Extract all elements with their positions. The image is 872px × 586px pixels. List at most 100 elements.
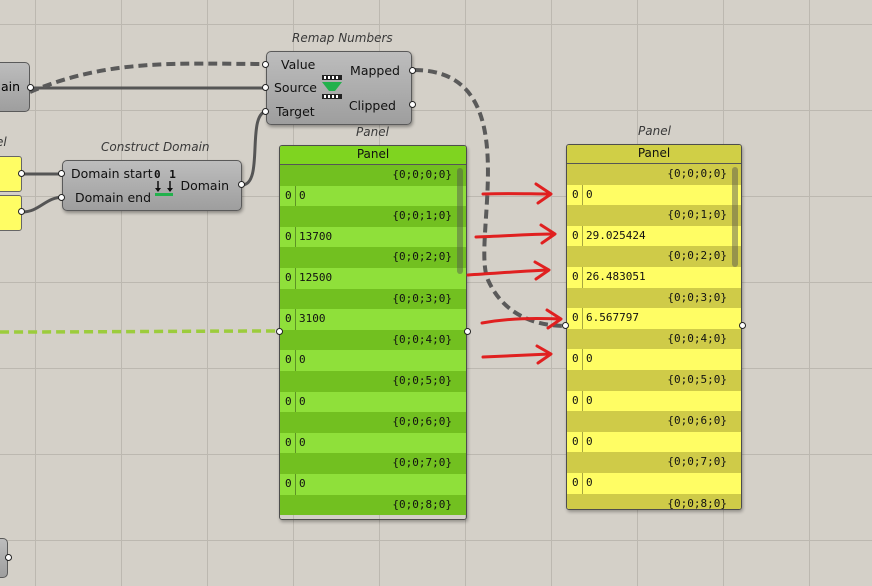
panel-item-value: 0 — [586, 475, 593, 489]
remap-input-target[interactable]: Target — [276, 104, 315, 119]
panel-index-divider — [295, 350, 296, 371]
panel-path-row: {0;0;1;0} — [280, 206, 466, 227]
panel-path-row: {0;0;3;0} — [567, 287, 741, 309]
panel-index-divider — [582, 472, 583, 494]
panel-item-value: 0 — [586, 352, 593, 366]
panel-path-row: {0;0;5;0} — [567, 369, 741, 391]
panel-item-index: 0 — [285, 312, 292, 326]
panel-item-index: 0 — [285, 270, 292, 284]
panel-path-row: {0;0;3;0} — [280, 288, 466, 310]
remap-source-grip[interactable] — [262, 84, 269, 91]
yellow-panel-input-grip[interactable] — [562, 322, 569, 329]
panel-index-divider — [582, 308, 583, 329]
panel-path-row: {0;0;0;0} — [567, 164, 741, 185]
left-edge-panel-label: el — [0, 135, 7, 149]
green-panel-output-grip[interactable] — [464, 328, 471, 335]
remap-value-grip[interactable] — [262, 61, 269, 68]
panel-index-divider — [295, 226, 296, 248]
panel-index-divider — [582, 431, 583, 453]
panel-path-row: {0;0;6;0} — [280, 412, 466, 433]
construct-domain-output-grip[interactable] — [238, 181, 245, 188]
panel-index-divider — [295, 391, 296, 413]
construct-domain-input-start[interactable]: Domain start — [71, 166, 153, 181]
remap-numbers-icon — [322, 75, 342, 99]
panel-item-index: 0 — [285, 353, 292, 367]
left-edge-panel-2-grip[interactable] — [18, 208, 25, 215]
panel-item-index: 0 — [285, 394, 292, 408]
construct-domain-component[interactable]: Domain start Domain end Domain 0 1 — [62, 160, 242, 211]
construct-domain-end-grip[interactable] — [58, 194, 65, 201]
left-edge-component-output-grip[interactable] — [27, 84, 34, 91]
left-edge-panel-1-grip[interactable] — [18, 170, 25, 177]
panel-item-value: 0 — [586, 187, 593, 201]
panel-index-divider — [295, 432, 296, 454]
panel-index-divider — [582, 266, 583, 288]
panel-item-index: 0 — [572, 352, 579, 366]
construct-domain-icon-text: 0 1 — [154, 168, 177, 181]
panel-item-index: 0 — [285, 476, 292, 490]
panel-path-row: {0;0;1;0} — [567, 205, 741, 226]
remap-numbers-component[interactable]: Value Source Target Mapped Clipped — [266, 51, 412, 125]
panel-index-divider — [295, 309, 296, 330]
construct-domain-output[interactable]: Domain — [180, 178, 229, 193]
panel-item-value: 12500 — [299, 270, 333, 284]
panel-item-index: 0 — [572, 228, 579, 242]
panel-index-divider — [582, 349, 583, 370]
wire-green-input — [0, 329, 281, 334]
panel-item-index: 0 — [285, 229, 292, 243]
panel-item-index: 0 — [572, 269, 579, 283]
construct-domain-title: Construct Domain — [101, 140, 210, 154]
green-panel-scrollbar[interactable] — [457, 168, 463, 274]
remap-clipped-grip[interactable] — [409, 101, 416, 108]
panel-index-divider — [582, 225, 583, 247]
remap-output-mapped[interactable]: Mapped — [350, 63, 400, 78]
panel-value-row: 0 12500 — [280, 267, 466, 289]
panel-index-divider — [582, 184, 583, 206]
remap-output-clipped[interactable]: Clipped — [348, 98, 396, 113]
panel-index-divider — [295, 473, 296, 495]
panel-item-value: 0 — [586, 393, 593, 407]
left-bottom-edge-grip[interactable] — [5, 554, 12, 561]
panel-item-value: 26.483051 — [586, 269, 646, 283]
panel-path-row: {0;0;8;0} — [567, 493, 741, 509]
remap-input-value[interactable]: Value — [281, 57, 316, 72]
yellow-panel-scrollbar[interactable] — [732, 167, 738, 267]
remap-input-source[interactable]: Source — [274, 80, 317, 95]
panel-path-row: {0;0;4;0} — [280, 329, 466, 351]
panel-item-value: 0 — [299, 394, 306, 408]
panel-index-divider — [582, 390, 583, 412]
construct-domain-input-end[interactable]: Domain end — [75, 190, 152, 205]
yellow-panel-output-grip[interactable] — [739, 322, 746, 329]
panel-value-row: 0 26.483051 — [567, 266, 741, 288]
green-panel-header: Panel — [280, 146, 466, 165]
panel-item-value: 29.025424 — [586, 228, 646, 242]
panel-index-divider — [295, 267, 296, 289]
left-edge-component-label: ain — [1, 79, 21, 94]
panel-item-index: 0 — [285, 435, 292, 449]
remap-target-grip[interactable] — [262, 108, 269, 115]
panel-value-row: 0 29.025424 — [567, 225, 741, 247]
remap-mapped-grip[interactable] — [409, 67, 416, 74]
panel-path-row: {0;0;6;0} — [567, 411, 741, 432]
panel-item-index: 0 — [572, 393, 579, 407]
panel-path-row: {0;0;0;0} — [280, 165, 466, 186]
panel-path-row: {0;0;5;0} — [280, 370, 466, 392]
remap-numbers-title: Remap Numbers — [292, 31, 393, 45]
wire-value — [29, 61, 269, 94]
panel-item-value: 6.567797 — [586, 311, 639, 325]
left-edge-component[interactable]: ain — [0, 62, 30, 112]
panel-item-value: 0 — [586, 434, 593, 448]
green-panel-input-grip[interactable] — [276, 328, 283, 335]
construct-domain-start-grip[interactable] — [58, 170, 65, 177]
panel-item-value: 0 — [299, 353, 306, 367]
